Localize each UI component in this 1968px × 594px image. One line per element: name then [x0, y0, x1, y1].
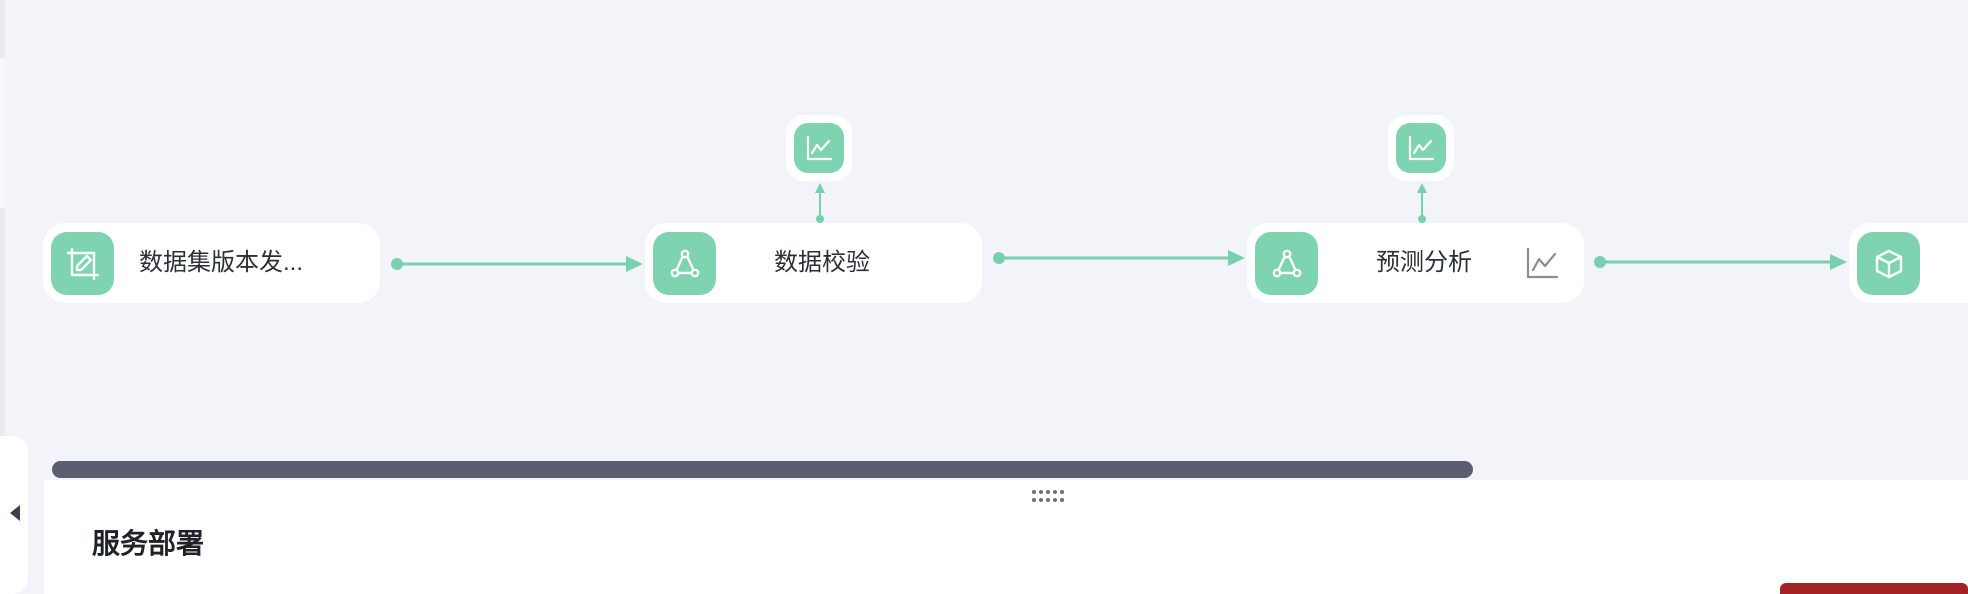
line-chart-icon: [794, 123, 844, 173]
horizontal-scrollbar[interactable]: [52, 461, 1473, 478]
edge-dataset-to-validation: [391, 256, 643, 272]
caret-left-icon: [10, 505, 20, 521]
pipeline-node-prediction-analysis[interactable]: 预测分析: [1247, 223, 1584, 303]
node-label-dataset-version: 数据集版本发...: [139, 249, 304, 276]
dataset-edit-icon: [51, 232, 114, 295]
line-chart-icon[interactable]: [1522, 243, 1562, 283]
edge-validation-to-metric: [815, 183, 825, 223]
metric-node-prediction[interactable]: [1388, 115, 1454, 181]
line-chart-icon: [1396, 123, 1446, 173]
metric-node-validation[interactable]: [786, 115, 852, 181]
pipeline-node-dataset-version[interactable]: 数据集版本发...: [43, 223, 380, 303]
node-label-prediction-analysis: 预测分析: [1376, 249, 1472, 276]
edge-validation-to-prediction: [993, 250, 1245, 266]
left-edge-highlight: [0, 58, 5, 208]
panel-collapse-toggle[interactable]: [0, 436, 28, 594]
cube-icon: [1857, 232, 1920, 295]
triangle-nodes-icon: [1255, 232, 1318, 295]
pipeline-node-model-deploy[interactable]: [1849, 223, 1968, 303]
pipeline-node-data-validation[interactable]: 数据校验: [645, 223, 982, 303]
triangle-nodes-icon: [653, 232, 716, 295]
edge-prediction-to-deploy: [1594, 254, 1847, 270]
left-edge-strip: [0, 0, 5, 594]
danger-action-button[interactable]: [1780, 583, 1968, 594]
panel-title: 服务部署: [92, 528, 205, 559]
node-label-data-validation: 数据校验: [774, 249, 870, 276]
panel-resize-handle[interactable]: [1032, 490, 1068, 508]
edge-prediction-to-metric: [1417, 183, 1427, 223]
service-deploy-panel: 服务部署: [44, 480, 1968, 594]
